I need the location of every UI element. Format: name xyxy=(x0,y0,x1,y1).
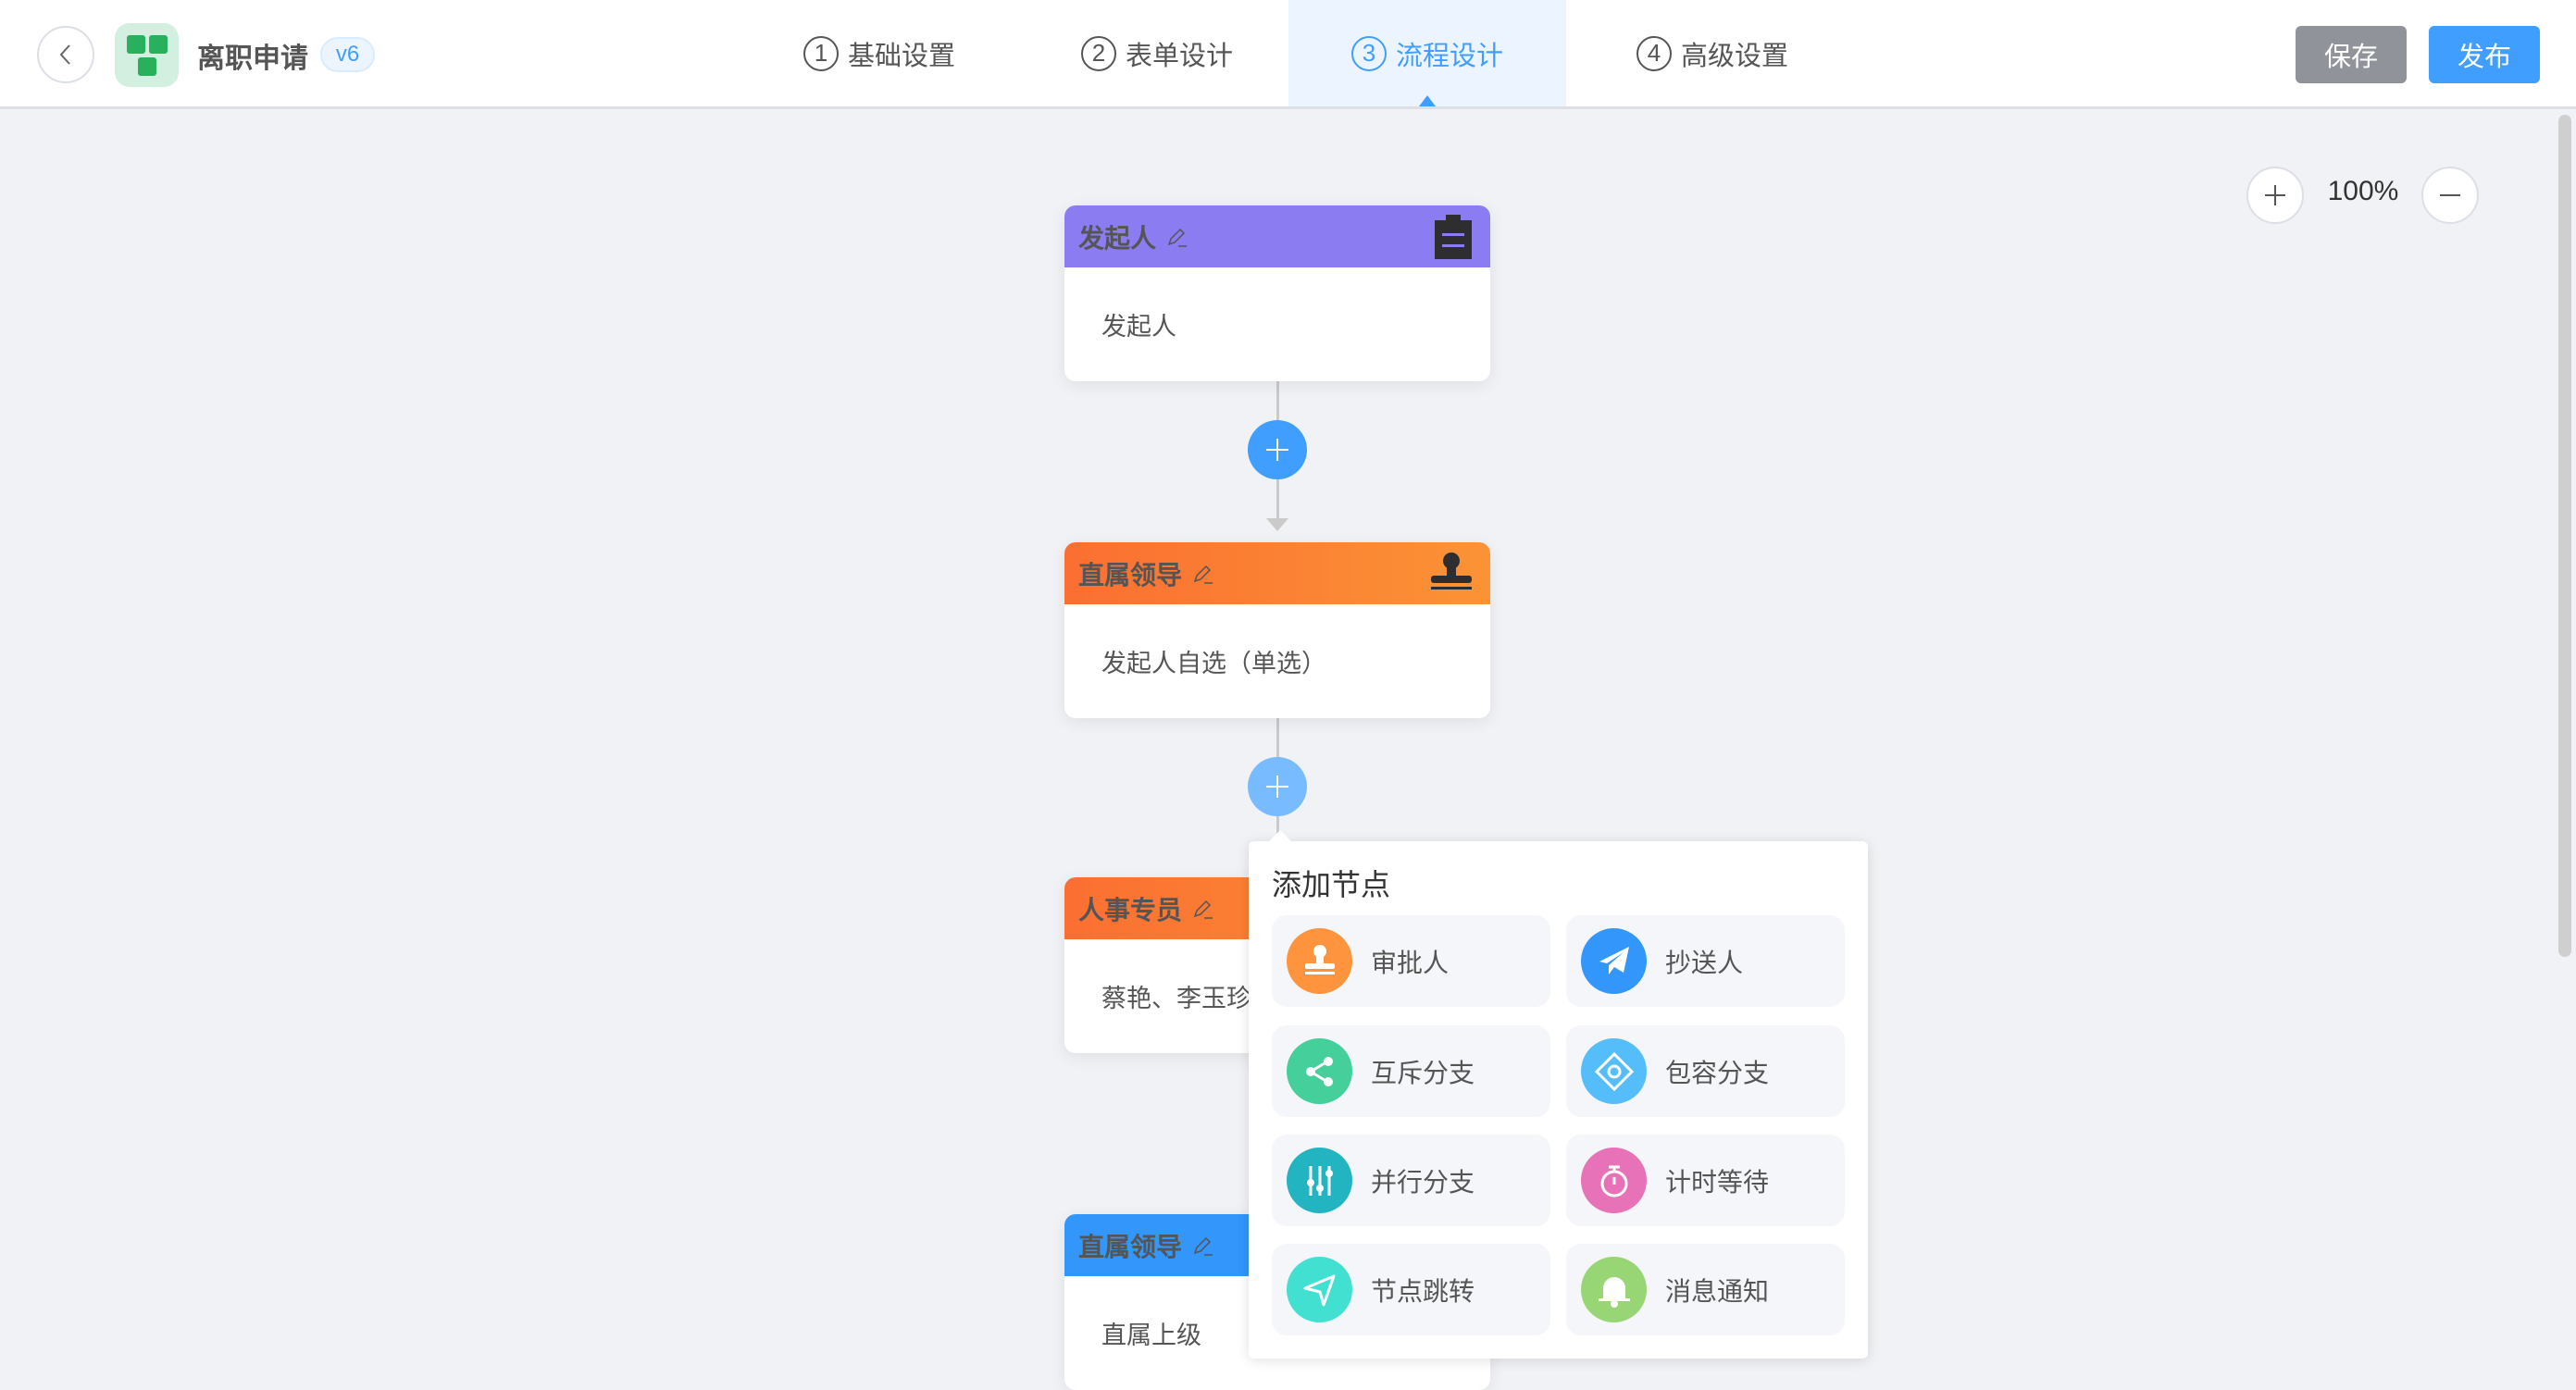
zoom-level: 100% xyxy=(2327,176,2399,206)
add-approver-option[interactable]: 审批人 xyxy=(1272,915,1550,1007)
option-label: 抄送人 xyxy=(1665,948,1744,977)
stamp-icon xyxy=(1431,552,1472,590)
paper-plane-icon xyxy=(1581,928,1647,994)
edit-pencil-icon[interactable] xyxy=(1165,226,1188,248)
minus-icon xyxy=(2440,194,2460,196)
add-node-jump-option[interactable]: 节点跳转 xyxy=(1272,1244,1550,1335)
node-card-initiator[interactable]: 发起人 发起人 xyxy=(1064,205,1490,381)
node-title: 发起人 xyxy=(1078,223,1157,253)
connector-arrow xyxy=(1266,518,1288,531)
add-timer-wait-option[interactable]: 计时等待 xyxy=(1566,1135,1845,1226)
tab-label: 基础设置 xyxy=(847,41,955,71)
node-title: 直属领导 xyxy=(1078,1232,1183,1261)
step-number: 1 xyxy=(803,35,839,71)
node-content: 发起人 xyxy=(1101,313,1176,341)
node-content: 直属上级 xyxy=(1101,1322,1201,1349)
diamond-icon xyxy=(1581,1038,1647,1104)
option-label: 节点跳转 xyxy=(1371,1276,1475,1306)
add-cc-option[interactable]: 抄送人 xyxy=(1566,915,1845,1007)
edit-pencil-icon[interactable] xyxy=(1191,1235,1213,1257)
step-number: 4 xyxy=(1636,35,1672,71)
active-indicator xyxy=(1419,95,1436,106)
add-node-button-active[interactable] xyxy=(1248,757,1307,816)
tab-label: 高级设置 xyxy=(1680,41,1788,71)
add-notification-option[interactable]: 消息通知 xyxy=(1566,1244,1845,1335)
clipboard-icon xyxy=(1435,215,1472,259)
add-inclusive-branch-option[interactable]: 包容分支 xyxy=(1566,1025,1845,1117)
option-label: 计时等待 xyxy=(1665,1167,1770,1197)
option-label: 包容分支 xyxy=(1665,1058,1770,1087)
stamp-icon xyxy=(1287,928,1352,994)
bell-icon xyxy=(1581,1257,1647,1322)
add-parallel-branch-option[interactable]: 并行分支 xyxy=(1272,1135,1550,1226)
edit-pencil-icon[interactable] xyxy=(1191,898,1213,920)
vertical-scrollbar[interactable] xyxy=(2558,115,2571,957)
tab-form-design[interactable]: 2 表单设计 xyxy=(1055,0,1259,106)
tab-process-design[interactable]: 3 流程设计 xyxy=(1288,0,1566,106)
tab-label: 表单设计 xyxy=(1125,41,1233,71)
plus-icon xyxy=(1266,439,1288,461)
stopwatch-icon xyxy=(1581,1148,1647,1213)
option-label: 并行分支 xyxy=(1371,1167,1475,1197)
add-node-button[interactable] xyxy=(1248,420,1307,479)
step-number: 3 xyxy=(1350,35,1387,71)
tab-label: 流程设计 xyxy=(1395,41,1503,71)
add-node-popover: 添加节点 审批人 抄送人 互斥分支 包容分支 并行分支 计时等待 节点跳转 消息… xyxy=(1249,830,1868,1359)
popover-title: 添加节点 xyxy=(1272,868,1391,901)
version-badge: v6 xyxy=(320,37,375,72)
publish-button[interactable]: 发布 xyxy=(2429,26,2540,83)
chevron-left-icon xyxy=(59,44,70,65)
node-content: 发起人自选（单选） xyxy=(1101,650,1326,677)
tab-basic-settings[interactable]: 1 基础设置 xyxy=(778,0,981,106)
option-label: 审批人 xyxy=(1371,948,1450,977)
option-label: 消息通知 xyxy=(1665,1276,1770,1306)
option-label: 互斥分支 xyxy=(1371,1058,1475,1087)
save-button[interactable]: 保存 xyxy=(2296,26,2407,83)
share-icon xyxy=(1287,1038,1352,1104)
zoom-in-button[interactable] xyxy=(2246,167,2304,224)
node-content: 蔡艳、李玉珍 xyxy=(1101,985,1251,1012)
tab-advanced-settings[interactable]: 4 高级设置 xyxy=(1611,0,1814,106)
plus-icon xyxy=(1266,776,1288,798)
app-title: 离职申请 xyxy=(197,43,308,74)
node-title: 人事专员 xyxy=(1078,895,1183,925)
node-header: 发起人 xyxy=(1064,205,1490,267)
zoom-out-button[interactable] xyxy=(2421,167,2479,224)
node-card-approver[interactable]: 直属领导 发起人自选（单选） xyxy=(1064,542,1490,718)
sliders-icon xyxy=(1287,1148,1352,1213)
app-icon xyxy=(115,23,179,87)
node-header: 直属领导 xyxy=(1064,542,1490,604)
edit-pencil-icon[interactable] xyxy=(1191,563,1213,585)
node-title: 直属领导 xyxy=(1078,560,1183,590)
back-button[interactable] xyxy=(37,26,94,83)
top-header: 离职申请 v6 1 基础设置 2 表单设计 3 流程设计 4 高级设置 保存 发布 xyxy=(0,0,2576,109)
plus-icon xyxy=(2265,185,2285,205)
navigation-icon xyxy=(1287,1257,1352,1322)
step-number: 2 xyxy=(1080,35,1116,71)
add-exclusive-branch-option[interactable]: 互斥分支 xyxy=(1272,1025,1550,1117)
